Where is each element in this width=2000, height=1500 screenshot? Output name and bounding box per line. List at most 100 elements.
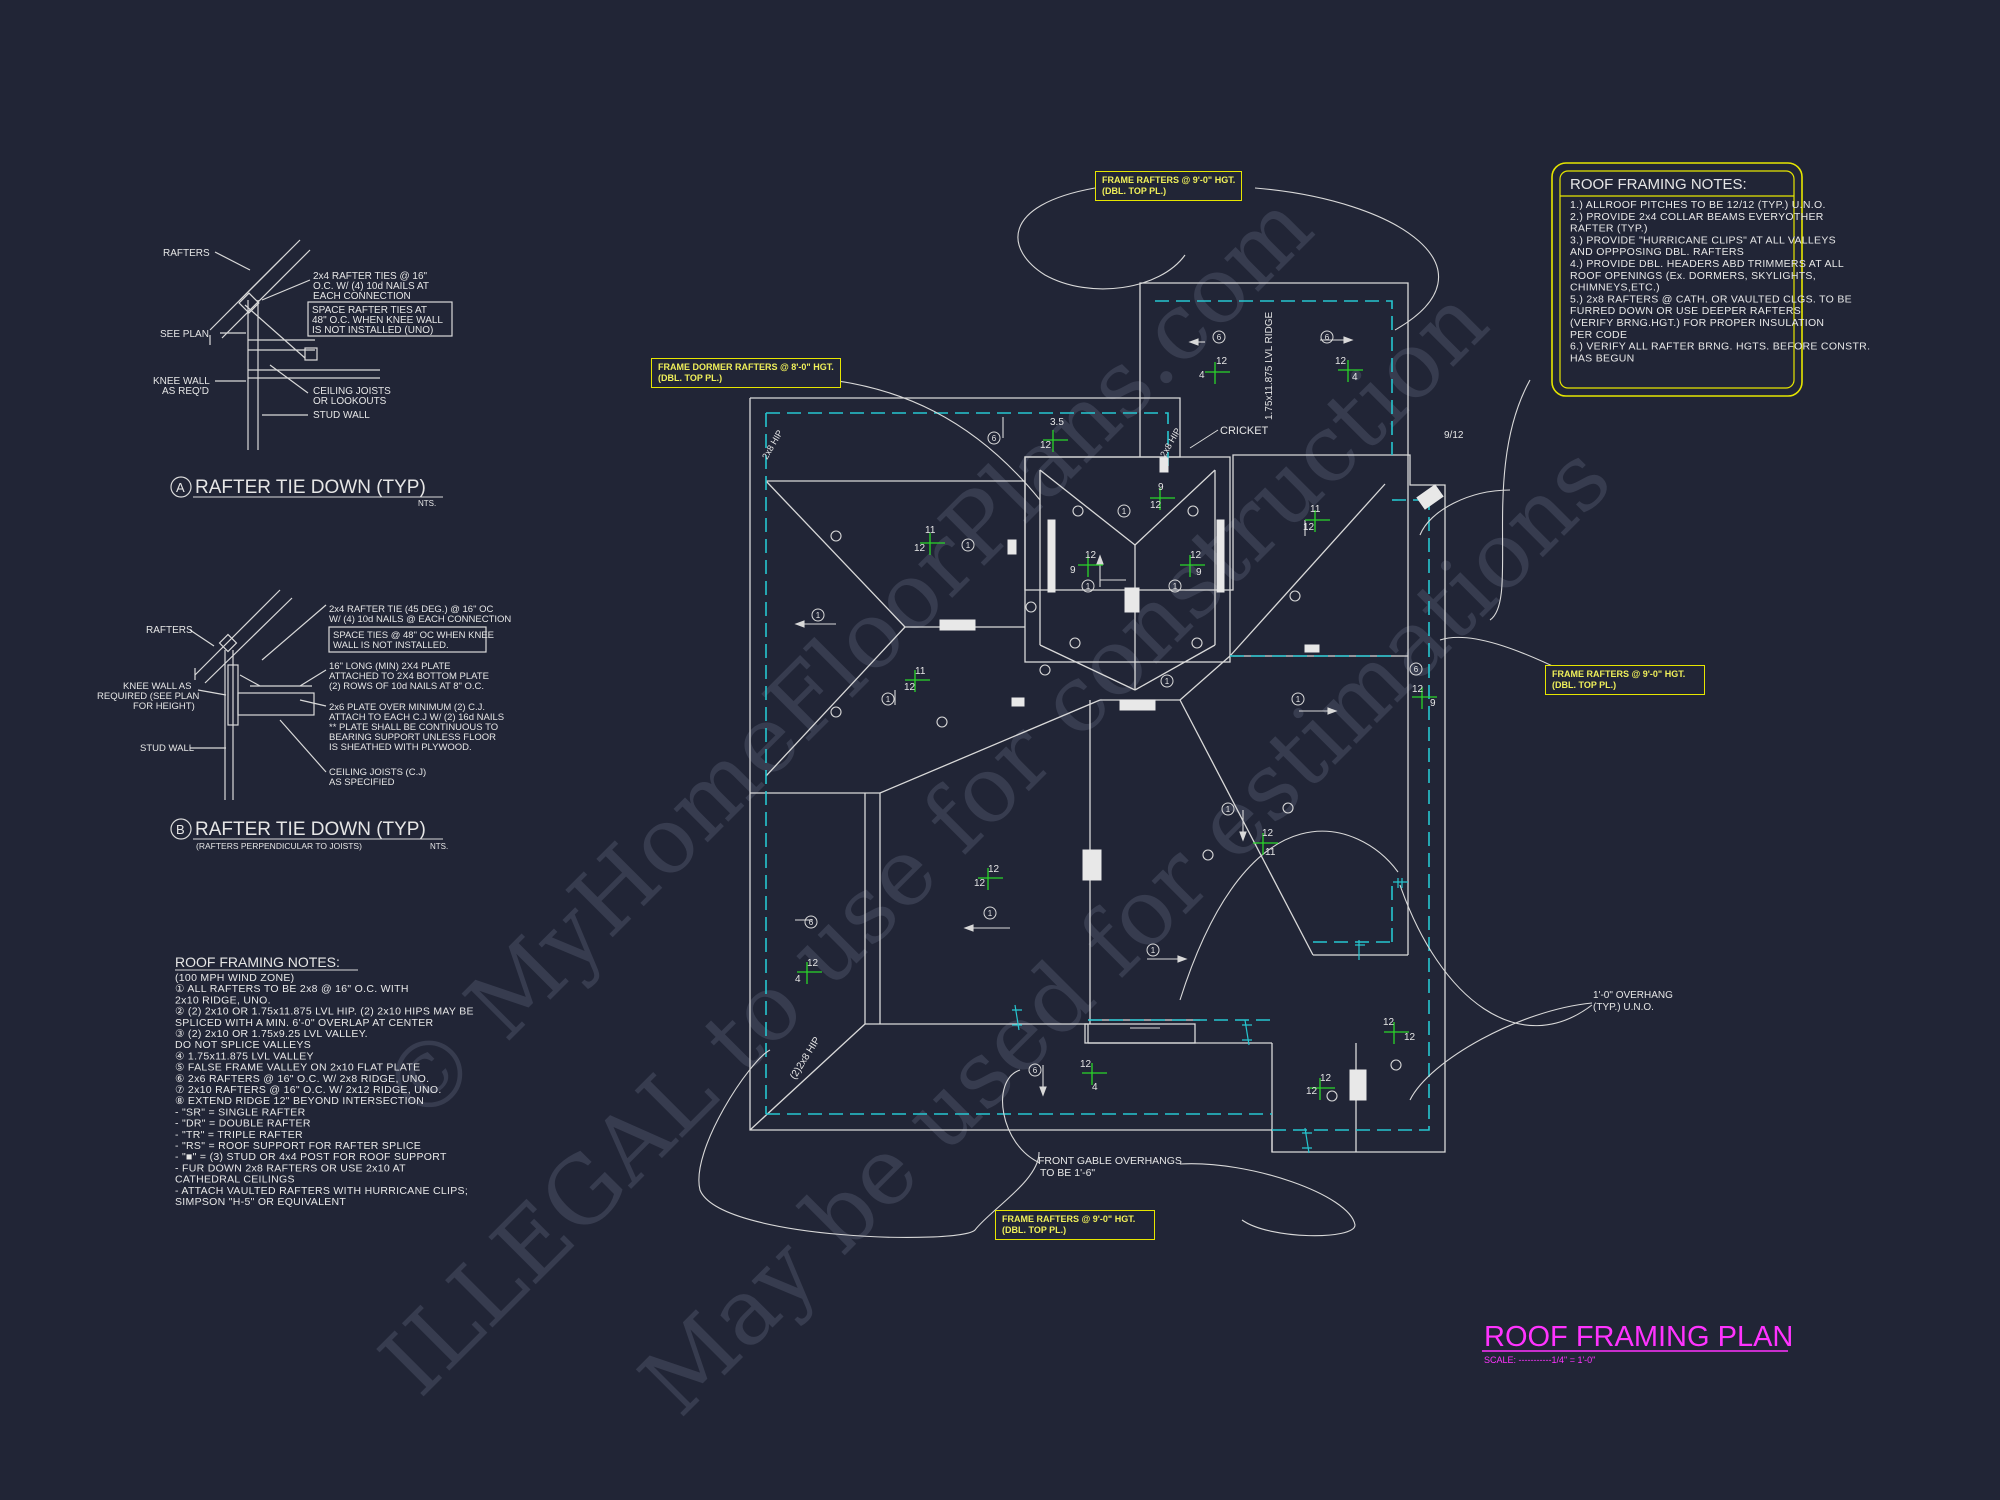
watermark: © MyHomeFloorPlans.com ILLEGAL to use fo… [360,173,1631,1436]
notes-right-line: PER CODE [1570,329,1627,341]
detail-a-marker-circle [170,476,192,498]
detail-b-scale: NTS. [430,842,448,851]
svg-text:12: 12 [1080,1059,1092,1070]
notes-left-line: - FUR DOWN 2x8 RAFTERS OR USE 2x10 AT [175,1162,406,1174]
notes-right-line: 6.) VERIFY ALL RAFTER BRNG. HGTS. BEFORE… [1570,341,1870,353]
svg-text:1: 1 [1296,695,1301,704]
svg-text:12: 12 [1150,500,1162,511]
detail-b-marker: B [176,822,185,837]
notes-left-line: - "RS" = ROOF SUPPORT FOR RAFTER SPLICE [175,1140,421,1152]
notes-left-line: - "TR" = TRIPLE RAFTER [175,1129,303,1141]
svg-text:6: 6 [992,434,997,443]
roof-framing-notes-right: ROOF FRAMING NOTES: 1.) ALLROOF PITCHES … [1551,162,1870,397]
svg-text:1: 1 [816,611,821,620]
detail-b-ceiling-joists-label: CEILING JOISTS (C.J)AS SPECIFIED [329,767,426,788]
svg-text:9: 9 [1196,567,1202,578]
svg-text:12: 12 [1216,356,1228,367]
notes-left-line: (100 MPH WIND ZONE) [175,972,294,984]
notes-right-line: HAS BEGUN [1570,352,1635,364]
callout-leaders [698,187,1593,1238]
notes-left-line: ⑧ EXTEND RIDGE 12" BEYOND INTERSECTION [175,1095,424,1107]
notes-left-line: - ATTACH VAULTED RAFTERS WITH HURRICANE … [175,1185,468,1197]
note-callout-circles [804,330,1423,1077]
svg-text:12: 12 [1404,1032,1416,1043]
svg-text:12: 12 [914,543,926,554]
svg-text:6: 6 [1325,333,1330,342]
svg-text:12: 12 [1335,356,1347,367]
notes-right-line: 5.) 2x8 RAFTERS @ CATH. OR VAULTED CLGS.… [1570,293,1852,305]
notes-left-line: - "■" = (3) STUD OR 4x4 POST FOR ROOF SU… [175,1151,447,1163]
notes-right-outer-frame [1551,162,1803,397]
pitch-symbols [797,360,1437,1100]
cricket-label: CRICKET [1220,425,1269,437]
svg-text:1: 1 [1122,507,1127,516]
detail-a-see-plan-label: SEE PLAN [160,329,209,340]
callout-right-frame-rafters: FRAME RAFTERS @ 9'-0" HGT. (DBL. TOP PL.… [1545,665,1705,695]
svg-text:12: 12 [1190,550,1202,561]
overhang-label: 1'-0" OVERHANG(TYP.) U.N.O. [1593,990,1673,1013]
detail-a-stud-wall-label: STUD WALL [313,410,370,421]
svg-text:12: 12 [807,958,819,969]
detail-b-title: RAFTER TIE DOWN (TYP) [195,819,426,840]
span-arrows [794,336,1354,1097]
detail-a-title: RAFTER TIE DOWN (TYP) [195,477,426,498]
svg-text:4: 4 [795,974,801,985]
notes-left-line: - "SR" = SINGLE RAFTER [175,1106,306,1118]
svg-text:12: 12 [1306,1086,1318,1097]
notes-left-line: CATHEDRAL CEILINGS [175,1174,295,1186]
notes-right-line: RAFTER (TYP.) [1570,223,1648,235]
svg-text:4: 4 [1092,1082,1098,1093]
notes-left-line: ⑤ FALSE FRAME VALLEY ON 2x10 FLAT PLATE [175,1062,420,1074]
svg-text:1: 1 [1165,677,1170,686]
detail-b-marker-circle [170,818,192,840]
detail-a-rafters-label: RAFTERS [163,248,210,259]
detail-a-drawing [209,239,453,450]
plan-labels: CRICKET 1.75x11.875 LVL RIDGE 9/12 2x8 H… [760,311,1673,1179]
svg-text:12: 12 [904,682,916,693]
plan-scale: SCALE: -----------1/4" = 1'-0" [1484,1355,1595,1365]
notes-right-line: FURRED DOWN OR USE DEEPER RAFTERS [1570,305,1801,317]
svg-text:1: 1 [1151,946,1156,955]
svg-text:12: 12 [1262,828,1274,839]
hip-2x8-left-label: 2x8 HIP [760,428,785,461]
svg-text:1: 1 [966,541,971,550]
notes-left-line: ⑦ 2x10 RAFTERS @ 16" O.C. W/ 2x12 RIDGE,… [175,1084,442,1096]
detail-b-stud-wall-label: STUD WALL [140,743,194,754]
notes-right-line: ROOF OPENINGS (Ex. DORMERS, SKYLIGHTS, [1570,270,1816,282]
notes-left-line: ② (2) 2x10 OR 1.75x11.875 LVL HIP. (2) 2… [175,1006,474,1018]
svg-text:11: 11 [925,525,936,536]
overhang-dims [1012,878,1408,1154]
cricket-leader [1189,429,1219,449]
svg-text:4: 4 [1199,370,1205,381]
svg-text:12: 12 [974,878,986,889]
svg-text:12: 12 [1085,550,1097,561]
callout-dormer-frame-rafters: FRAME DORMER RAFTERS @ 8'-0" HGT. (DBL. … [651,358,841,388]
notes-left-line: ④ 1.75x11.875 LVL VALLEY [175,1050,314,1062]
svg-text:6: 6 [1217,333,1222,342]
svg-text:1: 1 [1173,582,1178,591]
notes-left-line: ③ (2) 2x10 OR 1.75x9.25 LVL VALLEY. [175,1028,368,1040]
notes-right-heading: ROOF FRAMING NOTES: [1570,176,1747,193]
detail-a-scale: NTS. [418,499,436,508]
callout-bottom-frame-rafters: FRAME RAFTERS @ 9'-0" HGT. (DBL. TOP PL.… [995,1210,1155,1240]
roof-framing-notes-left: ROOF FRAMING NOTES: (100 MPH WIND ZONE)①… [175,954,474,1208]
notes-right-line: AND OPPPOSING DBL. RAFTERS [1570,246,1744,258]
svg-text:11: 11 [1265,847,1276,858]
notes-right-line: (VERIFY BRNG.HGT.) FOR PROPER INSULATION [1570,317,1824,329]
svg-text:12: 12 [988,864,1000,875]
watermark-line-2: ILLEGAL to use for construction [360,268,1508,1416]
bearing-wall-dashes [765,300,1430,1131]
svg-text:12: 12 [1303,522,1315,533]
hip-2x8-center-label: 2x8 HIP [1158,426,1183,459]
notes-left-line: DO NOT SPLICE VALLEYS [175,1039,311,1051]
svg-text:3.5: 3.5 [1050,417,1064,428]
notes-left-line: SPLICED WITH A MIN. 6'-0" OVERLAP AT CEN… [175,1017,434,1029]
notes-right-line: 4.) PROVIDE DBL. HEADERS ABD TRIMMERS AT… [1570,258,1844,270]
